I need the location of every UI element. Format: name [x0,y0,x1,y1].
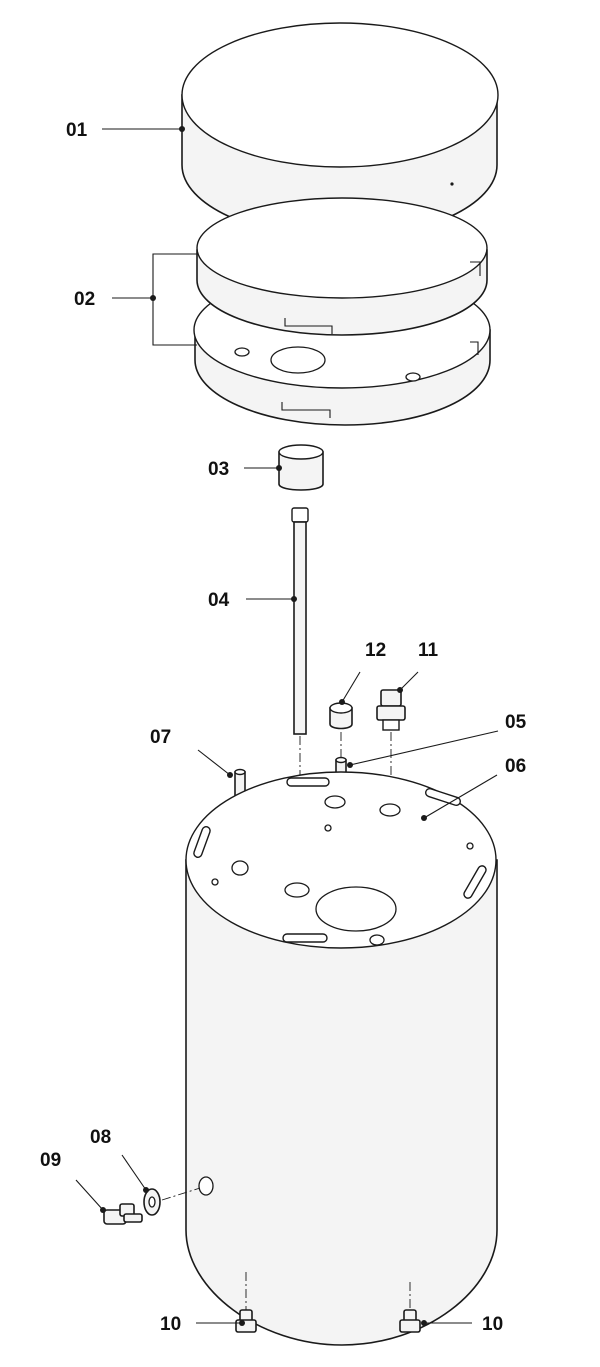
callout-12: 12 [365,640,386,661]
part-08-washer [143,1187,201,1216]
callout-10-right: 10 [482,1314,503,1335]
leader-lines [75,126,499,1326]
callout-01: 01 [66,120,88,141]
part-02-insulation-discs [193,197,491,426]
callout-labels: 01 02 03 04 12 11 05 06 07 08 09 10 10 [40,120,527,1335]
callout-03: 03 [208,459,229,480]
callout-07: 07 [150,727,171,748]
part-10-plug-right [399,1309,421,1333]
callout-04: 04 [208,590,230,611]
callout-10-left: 10 [160,1314,181,1335]
part-04-anode-rod [291,507,309,890]
callout-05: 05 [505,712,527,733]
part-01-top-cover [181,22,499,239]
callout-08: 08 [90,1127,111,1148]
part-09-drain-valve [103,1203,143,1225]
part-12-cap-nut [329,702,353,758]
part-03-sleeve [278,444,324,491]
callout-06: 06 [505,756,526,777]
tank-body [185,771,498,1346]
callout-11: 11 [418,640,439,661]
callout-02: 02 [74,289,95,310]
callout-09: 09 [40,1150,61,1171]
